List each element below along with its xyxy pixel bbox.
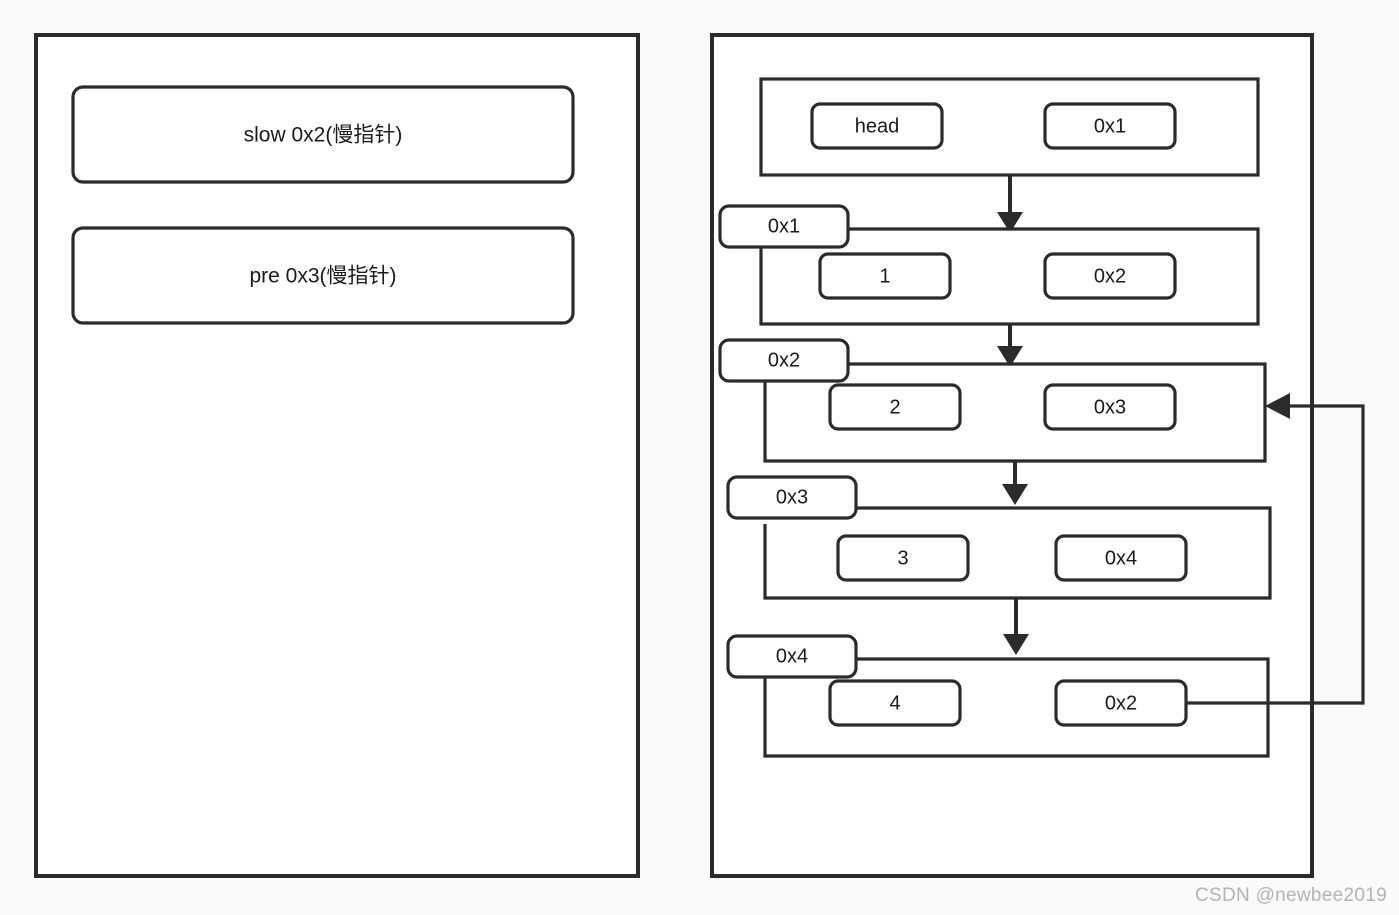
pre-pointer-box: pre 0x3(慢指针) (71, 226, 575, 325)
node-0x2-next-cell (1043, 383, 1177, 431)
node-0x2-address-tab (718, 338, 850, 383)
node-0x4-address-tab (726, 634, 858, 679)
node-0x2-value-label: 2 (889, 396, 900, 418)
linked-list-panel: head 0x1 0x1 1 0x2 0x2 (710, 33, 1365, 878)
node-0x3-address-label: 0x3 (776, 486, 808, 508)
node-0x4-address-label: 0x4 (776, 645, 808, 667)
node-0x4-value-cell (828, 679, 962, 727)
pointer-state-panel: slow 0x2(慢指针) pre 0x3(慢指针) (34, 33, 640, 878)
edge-0x4-loop-path (1186, 404, 1365, 705)
edge-head-to-0x1 (997, 175, 1023, 233)
node-0x1-next-label: 0x2 (1094, 265, 1126, 287)
head-node: head 0x1 (759, 77, 1260, 177)
edge-0x4-loop-to-0x2 (1186, 393, 1365, 705)
node-0x3-address-tab (726, 475, 858, 520)
node-0x3-value-label: 3 (897, 547, 908, 569)
node-0x3-next-cell (1054, 534, 1188, 582)
head-node-next-cell (1043, 102, 1177, 150)
edge-0x2-to-0x3-arrowhead (1002, 484, 1028, 505)
node-0x1-address-label: 0x1 (768, 215, 800, 237)
edge-head-to-0x1-arrowhead (997, 212, 1023, 233)
pre-pointer-box-rect (71, 226, 575, 325)
edge-0x4-loop-arrowhead (1265, 393, 1290, 419)
node-0x3: 0x3 3 0x4 (726, 475, 1272, 600)
node-0x2-value-cell (828, 383, 962, 431)
node-0x2-address-label: 0x2 (768, 349, 800, 371)
slow-pointer-label: slow 0x2(慢指针) (244, 124, 403, 147)
edge-0x2-to-0x3 (1002, 461, 1028, 505)
node-0x4-value-label: 4 (889, 692, 900, 714)
edge-0x1-to-0x2-arrowhead (997, 346, 1023, 367)
edge-0x3-to-0x4-arrowhead (1003, 634, 1029, 655)
edge-0x3-to-0x4 (1003, 598, 1029, 655)
node-0x2: 0x2 2 0x3 (718, 338, 1267, 463)
node-0x1-value-label: 1 (879, 265, 890, 287)
node-0x2-next-label: 0x3 (1094, 396, 1126, 418)
node-0x3-next-label: 0x4 (1105, 547, 1137, 569)
node-0x4-next-label: 0x2 (1105, 692, 1137, 714)
head-node-value-label: head (855, 115, 900, 137)
node-0x1-value-cell (818, 252, 952, 300)
node-0x1-next-cell (1043, 252, 1177, 300)
pre-pointer-label: pre 0x3(慢指针) (249, 265, 396, 288)
node-0x1: 0x1 1 0x2 (718, 204, 1260, 326)
edge-0x1-to-0x2 (997, 324, 1023, 367)
node-0x4: 0x4 4 0x2 (726, 634, 1270, 758)
node-0x1-address-tab (718, 204, 850, 249)
head-node-next-label: 0x1 (1094, 115, 1126, 137)
head-node-value-cell (810, 102, 944, 150)
slow-pointer-box: slow 0x2(慢指针) (71, 85, 575, 184)
node-0x3-value-cell (836, 534, 970, 582)
slow-pointer-box-rect (71, 85, 575, 184)
watermark-label: CSDN @newbee2019 (1194, 885, 1387, 906)
